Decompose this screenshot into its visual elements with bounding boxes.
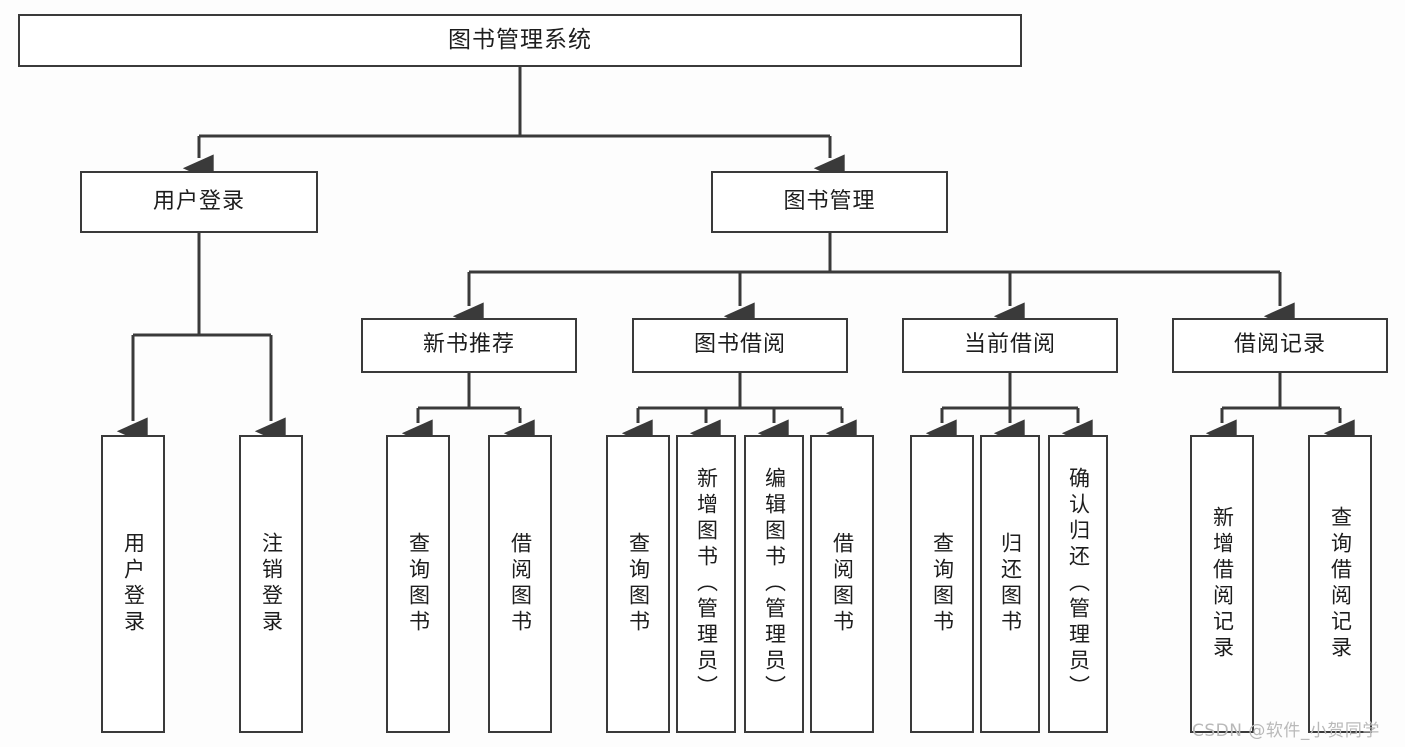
node-label: 当前借阅 bbox=[963, 332, 1056, 358]
node-label: 用户登录 bbox=[121, 532, 146, 636]
node-label: 图书管理系统 bbox=[448, 26, 592, 53]
node-borrow-records[interactable]: 借阅记录 bbox=[1172, 318, 1388, 373]
csdn-watermark: CSDN @软件_小贺同学 bbox=[1192, 721, 1380, 741]
leaf-user-logout[interactable]: 注销登录 bbox=[239, 435, 303, 733]
node-root-system[interactable]: 图书管理系统 bbox=[18, 14, 1022, 67]
node-label: 图书管理 bbox=[783, 188, 876, 214]
node-label: 查询借阅记录 bbox=[1328, 506, 1353, 662]
node-label: 借阅图书 bbox=[830, 532, 855, 636]
node-new-book-recommend[interactable]: 新书推荐 bbox=[361, 318, 577, 373]
node-label: 新增借阅记录 bbox=[1210, 506, 1235, 662]
node-label: 查询图书 bbox=[406, 532, 431, 636]
node-label: 编辑图书（管理员） bbox=[762, 467, 787, 701]
node-label: 新增图书（管理员） bbox=[694, 467, 719, 701]
node-label: 确认归还（管理员） bbox=[1066, 467, 1091, 701]
leaf-query-books-current[interactable]: 查询图书 bbox=[910, 435, 974, 733]
leaf-borrow-books-recommend[interactable]: 借阅图书 bbox=[488, 435, 552, 733]
node-label: 借阅图书 bbox=[508, 532, 533, 636]
leaf-add-borrow-record[interactable]: 新增借阅记录 bbox=[1190, 435, 1254, 733]
leaf-borrow-books[interactable]: 借阅图书 bbox=[810, 435, 874, 733]
node-label: 借阅记录 bbox=[1233, 332, 1326, 358]
leaf-confirm-return-admin[interactable]: 确认归还（管理员） bbox=[1048, 435, 1108, 733]
node-label: 查询图书 bbox=[930, 532, 955, 636]
node-book-management[interactable]: 图书管理 bbox=[711, 171, 948, 233]
leaf-add-book-admin[interactable]: 新增图书（管理员） bbox=[676, 435, 736, 733]
node-label: 图书借阅 bbox=[693, 332, 786, 358]
node-label: 注销登录 bbox=[259, 532, 284, 636]
node-book-borrow[interactable]: 图书借阅 bbox=[632, 318, 848, 373]
node-current-borrow[interactable]: 当前借阅 bbox=[902, 318, 1118, 373]
node-label: 查询图书 bbox=[626, 532, 651, 636]
leaf-return-books[interactable]: 归还图书 bbox=[980, 435, 1040, 733]
leaf-query-borrow-record[interactable]: 查询借阅记录 bbox=[1308, 435, 1372, 733]
node-label: 用户登录 bbox=[152, 188, 245, 214]
node-user-login[interactable]: 用户登录 bbox=[80, 171, 318, 233]
leaf-query-books-recommend[interactable]: 查询图书 bbox=[386, 435, 450, 733]
node-label: 归还图书 bbox=[998, 532, 1023, 636]
node-label: 新书推荐 bbox=[422, 332, 515, 358]
leaf-query-books-borrow[interactable]: 查询图书 bbox=[606, 435, 670, 733]
leaf-edit-book-admin[interactable]: 编辑图书（管理员） bbox=[744, 435, 804, 733]
leaf-user-login[interactable]: 用户登录 bbox=[101, 435, 165, 733]
